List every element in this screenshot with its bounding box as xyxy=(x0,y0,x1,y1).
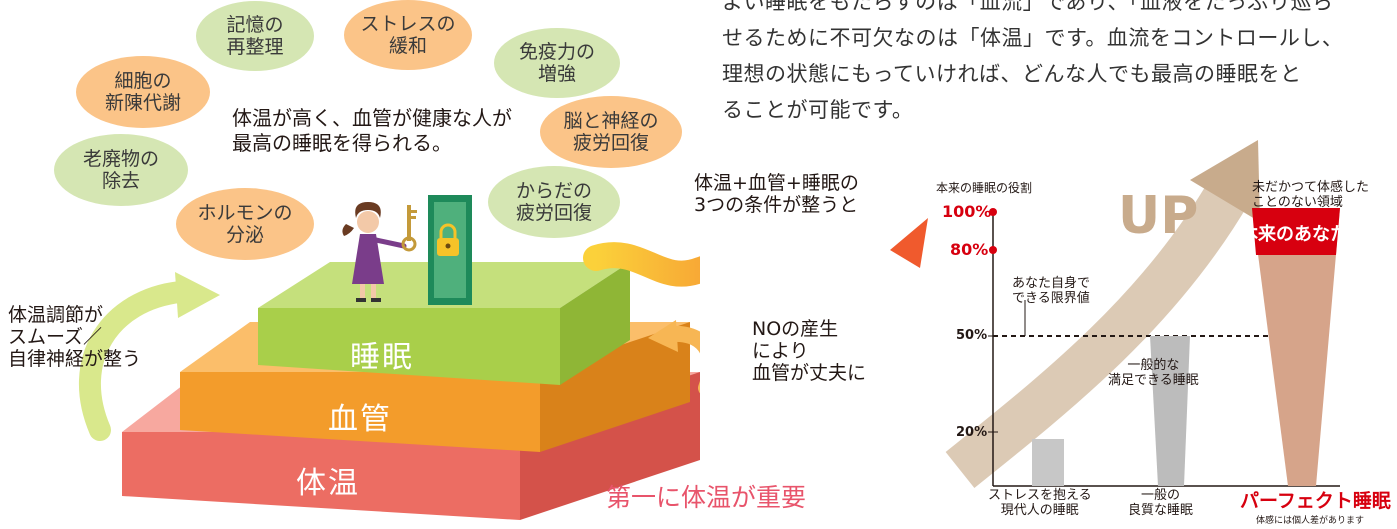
category-general: 一般の 良質な睡眠 xyxy=(1128,488,1194,518)
left-note: 体温調節が スムーズ／ 自律神経が整う xyxy=(8,304,142,370)
pct-80: 80% xyxy=(950,240,989,259)
important-text: 第一に体温が重要 xyxy=(606,483,807,512)
left-curve-arrow xyxy=(79,281,191,441)
chart-ylabel: 本来の睡眠の役割 xyxy=(936,181,1033,195)
footnote: 体感には個人差があります xyxy=(1256,516,1365,526)
right-note: NOの産生 により 血管が丈夫に xyxy=(752,318,867,384)
layer-body-temp-label: 体温 xyxy=(296,466,360,501)
headline: 体温が高く、血管が健康な人が 最高の睡眠を得られる。 xyxy=(232,106,512,155)
bubble-brain: 脳と神経の 疲労回復 xyxy=(540,96,682,168)
pct-100: 100% xyxy=(942,202,992,221)
pyramid-middle-side xyxy=(540,322,690,452)
woman-figure xyxy=(342,202,407,302)
key-icon xyxy=(401,205,417,252)
bubble-cells: 細胞の 新陳代謝 xyxy=(76,56,210,128)
pct-20: 20% xyxy=(956,425,988,440)
general-label: 一般的な 満足できる睡眠 xyxy=(1108,358,1199,388)
bar-general xyxy=(1150,336,1190,486)
bar-stress xyxy=(1032,439,1064,486)
pyramid-middle-front xyxy=(180,372,540,452)
marker-100 xyxy=(989,208,997,216)
layer-sleep-label: 睡眠 xyxy=(350,340,414,375)
right-arrow-head xyxy=(648,320,678,352)
bubble-immunity: 免疫力の 増強 xyxy=(494,28,620,98)
pyramid-bottom-front xyxy=(122,432,520,520)
right-curve-arrow xyxy=(664,325,700,394)
condition-text: 体温+血管+睡眠の 3つの条件が整うと xyxy=(694,172,859,216)
bar-perfect-top xyxy=(1252,208,1340,255)
layer-blood-vessel-label: 血管 xyxy=(328,402,392,437)
wavy-arrow-head xyxy=(890,218,928,268)
unknown-region-label: 未だかつて体感した ことのない領域 xyxy=(1252,180,1370,210)
bubble-waste: 老廃物の 除去 xyxy=(54,134,188,206)
bubble-memory: 記憶の 再整理 xyxy=(196,1,314,71)
wavy-arrow xyxy=(583,242,700,287)
category-stress: ストレスを抱える 現代人の睡眠 xyxy=(988,488,1092,518)
sleep-chart xyxy=(945,140,1340,488)
bubble-hormone: ホルモンの 分泌 xyxy=(176,188,314,260)
bar-perfect xyxy=(1252,208,1340,486)
bubble-stress: ストレスの 緩和 xyxy=(344,0,472,70)
marker-80 xyxy=(989,246,997,254)
up-arrow-head xyxy=(1190,140,1260,222)
true-you-label: 本来のあなた xyxy=(1240,224,1348,245)
pct-50: 50% xyxy=(956,328,988,343)
category-perfect: パーフェクト睡眠 xyxy=(1240,490,1391,512)
limit-label: あなた自身で できる限界値 xyxy=(1012,276,1091,306)
left-arrow-head xyxy=(175,272,220,318)
intro-paragraph: よい睡眠をもたらすのは「血流」であり、「血液をたっぷり巡ら せるために不可欠なの… xyxy=(722,0,1344,122)
up-text: UP xyxy=(1118,186,1199,246)
pyramid-top-side xyxy=(560,262,630,385)
pyramid-top-front xyxy=(258,308,560,385)
up-arrow-body xyxy=(945,178,1250,488)
bubble-body: からだの 疲労回復 xyxy=(488,166,620,238)
pyramid-illustration xyxy=(79,195,700,520)
